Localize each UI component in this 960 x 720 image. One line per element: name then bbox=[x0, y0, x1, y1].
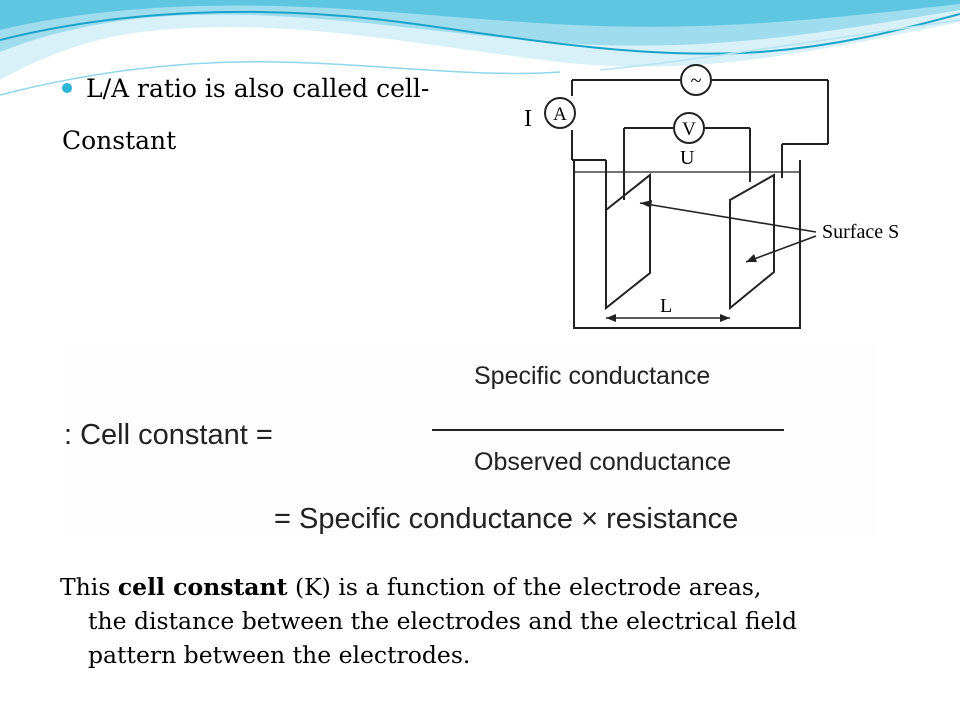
bullet-text: L/A ratio is also called cell- bbox=[86, 74, 430, 103]
voltage-label: U bbox=[680, 147, 695, 169]
ammeter-icon bbox=[544, 97, 576, 129]
paragraph-line-2: the distance between the electrodes and … bbox=[88, 607, 797, 635]
bullet-continuation: Constant bbox=[62, 126, 177, 155]
bullet-item: L/A ratio is also called cell- bbox=[62, 72, 429, 106]
voltmeter-icon bbox=[673, 112, 705, 144]
bullet-dot-icon bbox=[62, 83, 72, 93]
ac-source-icon bbox=[680, 64, 712, 96]
surface-label: Surface S bbox=[822, 221, 899, 243]
explanation-paragraph: This cell constant (K) is a function of … bbox=[60, 570, 910, 672]
ac-source-symbol: ~ bbox=[691, 70, 702, 92]
formula-numerator: Specific conductance bbox=[474, 362, 710, 390]
current-label: I bbox=[524, 106, 532, 132]
bold-term: cell constant bbox=[117, 573, 288, 601]
paragraph-line-3: pattern between the electrodes. bbox=[88, 641, 471, 669]
paragraph-after-bold: (K) is a function of the electrode areas… bbox=[287, 573, 762, 601]
formula-second-line: = Specific conductance × resistance bbox=[274, 503, 738, 535]
voltmeter-symbol: V bbox=[682, 119, 696, 140]
paragraph-intro: This bbox=[60, 573, 118, 601]
paragraph-line-1: This cell constant (K) is a function of … bbox=[60, 570, 910, 604]
formula-lhs: : Cell constant = bbox=[64, 419, 273, 451]
distance-label: L bbox=[660, 295, 672, 317]
wave-header-decoration bbox=[0, 0, 960, 96]
formula-denominator: Observed conductance bbox=[474, 448, 731, 476]
conductivity-cell-diagram: ~ A I V U Surface S L bbox=[524, 64, 899, 329]
cell-constant-formula: Specific conductance : Cell constant = O… bbox=[64, 344, 876, 536]
ammeter-symbol: A bbox=[553, 104, 567, 125]
